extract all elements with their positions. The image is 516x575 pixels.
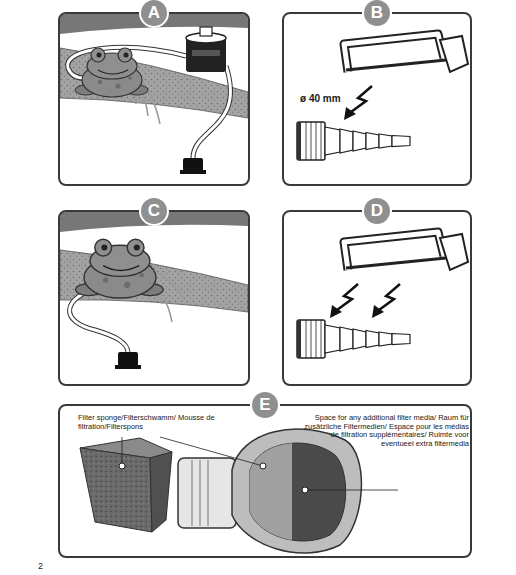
pump bbox=[183, 158, 203, 171]
panel-letter: D bbox=[364, 198, 390, 224]
cut-arrow bbox=[344, 86, 372, 120]
hose-outline bbox=[193, 66, 231, 158]
hose bbox=[193, 66, 231, 158]
page-number: 2 bbox=[38, 561, 52, 571]
filter-sponge bbox=[80, 448, 152, 532]
pump-base bbox=[180, 170, 206, 174]
hacksaw bbox=[344, 232, 468, 270]
sponge-side bbox=[150, 452, 172, 532]
panel-frame: C bbox=[58, 210, 250, 386]
part-label: Space for any additional filter media/ R… bbox=[303, 414, 469, 449]
panel-frame: D bbox=[282, 210, 472, 386]
cut-arrow bbox=[330, 284, 358, 318]
leader-dot bbox=[260, 463, 266, 469]
leader-dot bbox=[302, 487, 308, 493]
hacksaw bbox=[344, 34, 468, 72]
neck-ridge bbox=[192, 460, 208, 526]
panel-letter: C bbox=[141, 198, 167, 224]
panel-frame: A bbox=[58, 12, 250, 186]
part-label: Filter sponge/Filterschwamm/ Mousse de f… bbox=[78, 414, 218, 431]
hose-connector bbox=[297, 320, 410, 358]
pump-base bbox=[115, 365, 141, 369]
cut-arrow bbox=[372, 284, 400, 318]
hose-connector bbox=[297, 122, 410, 160]
filter-neck bbox=[178, 458, 236, 528]
panel-letter: B bbox=[364, 0, 390, 26]
leader-line bbox=[122, 437, 398, 490]
filter-cap bbox=[200, 27, 212, 36]
frog-spitter bbox=[75, 48, 148, 97]
pump bbox=[118, 352, 138, 366]
sponge-section bbox=[250, 430, 292, 550]
filter-band bbox=[192, 50, 220, 56]
panel-letter: E bbox=[252, 392, 278, 418]
filter-housing bbox=[232, 429, 361, 553]
panel-letter: A bbox=[141, 0, 167, 26]
frog-spitter bbox=[76, 239, 164, 298]
dimension-label: ø 40 mm bbox=[300, 93, 370, 105]
leader-dot bbox=[119, 463, 125, 469]
